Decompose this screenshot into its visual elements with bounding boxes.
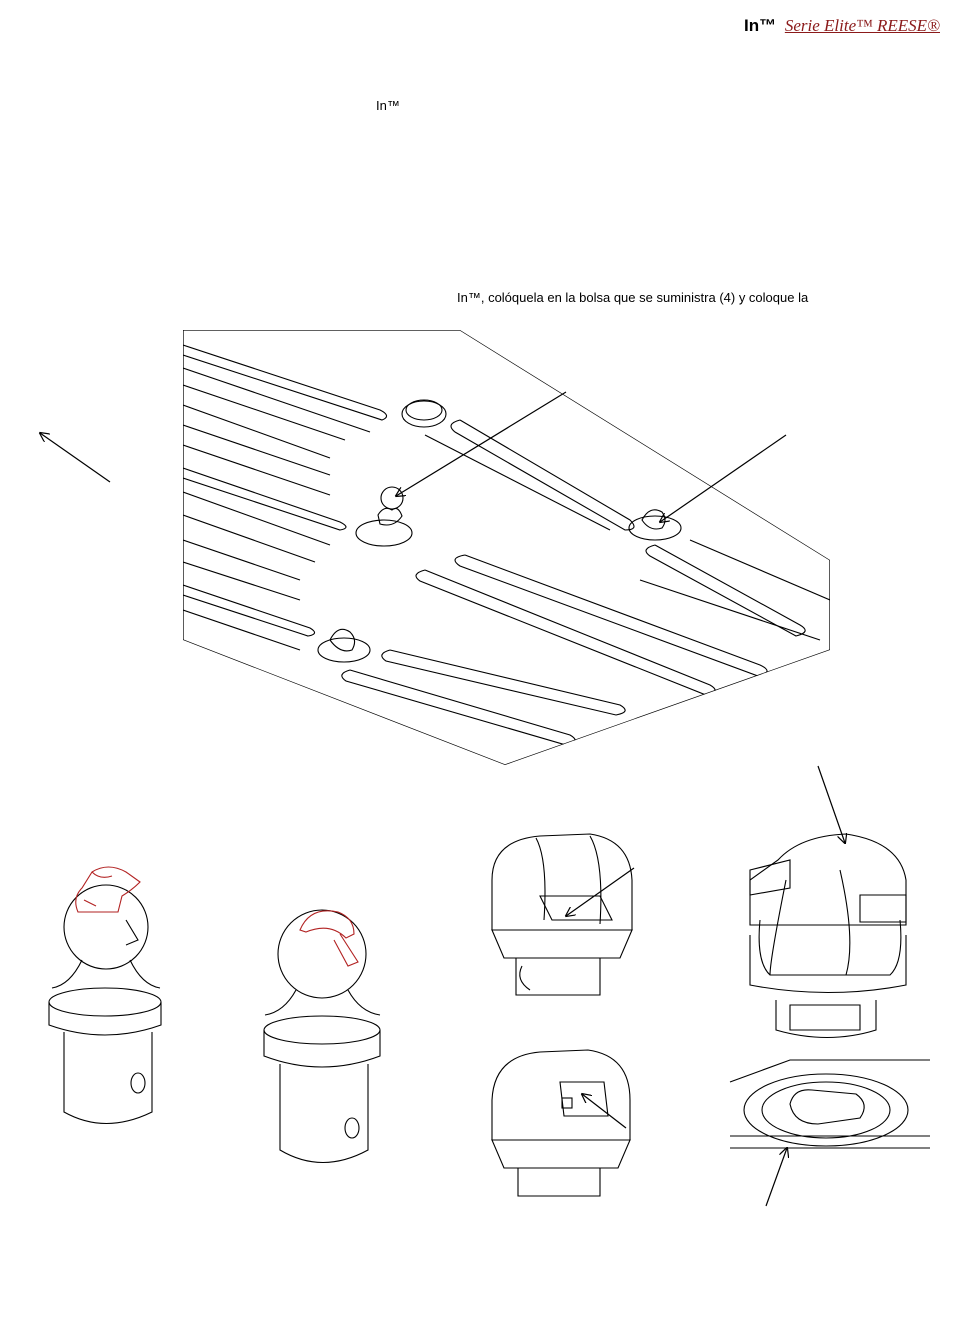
hitch-ball-clip-closed-drawing bbox=[263, 909, 381, 1164]
page-header: In™ Serie Elite™ REESE® bbox=[744, 16, 940, 36]
text-fragment-1: In™ bbox=[376, 98, 400, 113]
deck-ribs-left bbox=[183, 344, 388, 651]
text-fragment-2: In™, colóquela en la bolsa que se sumini… bbox=[457, 290, 809, 305]
header-series: Serie Elite™ REESE® bbox=[784, 16, 940, 35]
truck-bed-drawing bbox=[183, 330, 830, 765]
red-retaining-clip-closed bbox=[299, 910, 359, 967]
arrow-front-direction bbox=[40, 433, 111, 483]
pointer-arrows bbox=[40, 391, 845, 1207]
arrow-right-socket bbox=[660, 434, 787, 522]
arrow-locked-collar bbox=[817, 765, 845, 843]
collar-locked-drawing bbox=[491, 1049, 631, 1197]
deck-sockets bbox=[317, 399, 682, 663]
arrow-socket-opening bbox=[765, 1148, 787, 1207]
arrow-locked-latch bbox=[582, 1094, 627, 1129]
arrow-unlocked-latch bbox=[566, 867, 635, 916]
large-collar-drawing bbox=[749, 833, 907, 1038]
header-brand: In™ bbox=[744, 16, 777, 35]
red-retaining-clip bbox=[75, 866, 141, 913]
hitch-ball-clip-open-drawing bbox=[48, 866, 162, 1125]
deck-ribs-right bbox=[341, 419, 830, 746]
collar-unlocked-drawing bbox=[491, 833, 633, 996]
arrow-center-ball bbox=[396, 391, 567, 496]
deck-socket-opening-drawing bbox=[729, 1059, 930, 1149]
